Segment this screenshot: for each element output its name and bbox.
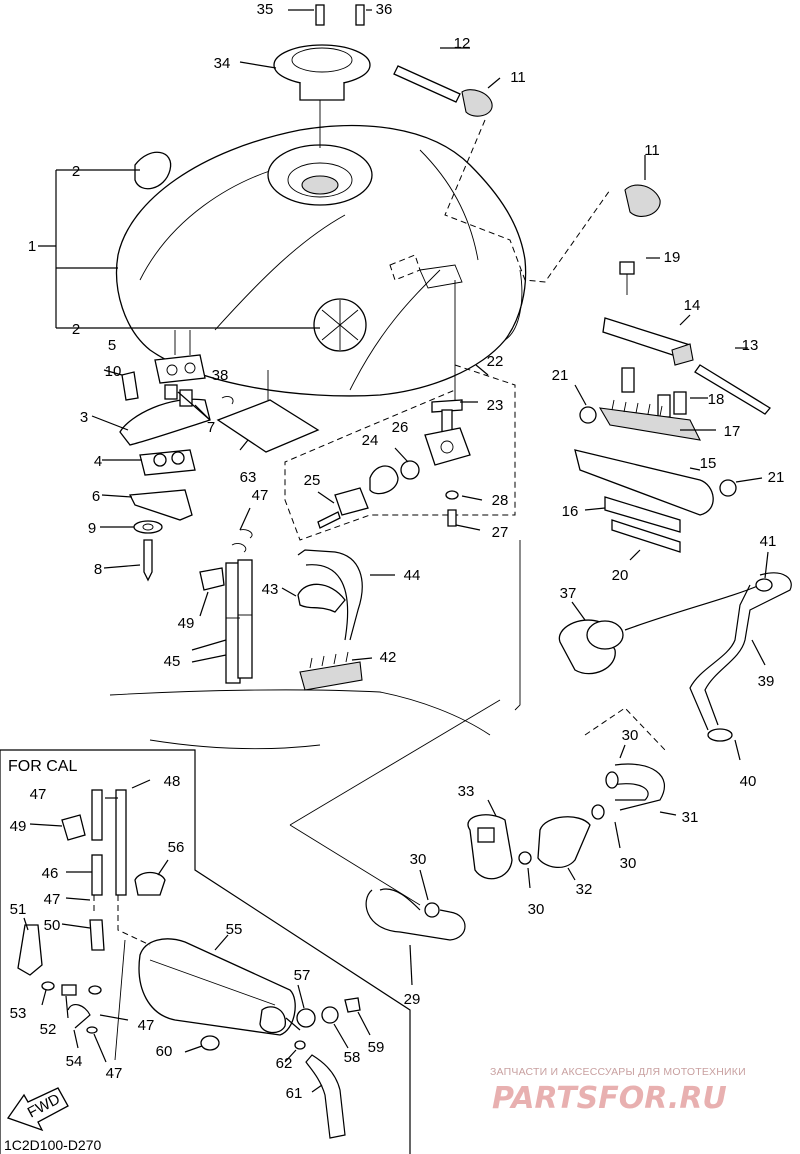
callout-7: 7	[207, 419, 215, 436]
callout-47: 47	[30, 786, 47, 803]
callout-47: 47	[252, 487, 269, 504]
callout-51: 51	[10, 901, 27, 918]
tank-mount-parts	[91, 330, 234, 582]
hoses-and-dampers	[109, 507, 491, 750]
callout-2: 2	[72, 321, 80, 338]
callout-22: 22	[487, 353, 504, 370]
callout-32: 32	[576, 881, 593, 898]
callout-11: 11	[510, 69, 526, 86]
callout-36: 36	[376, 1, 393, 18]
callout-39: 39	[758, 673, 775, 690]
callout-53: 53	[10, 1005, 27, 1022]
callout-25: 25	[304, 472, 321, 489]
callout-61: 61	[286, 1085, 303, 1102]
callout-44: 44	[404, 567, 421, 584]
fuel-filter-assembly	[289, 699, 677, 986]
callout-47: 47	[44, 891, 61, 908]
callout-34: 34	[214, 55, 231, 72]
callout-47: 47	[106, 1065, 123, 1082]
callout-29: 29	[404, 991, 421, 1008]
callout-49: 49	[178, 615, 195, 632]
callout-47: 47	[138, 1017, 155, 1034]
fwd-arrow-icon	[6, 1087, 69, 1132]
callout-54: 54	[66, 1053, 83, 1070]
callout-62: 62	[276, 1055, 293, 1072]
callout-20: 20	[612, 567, 629, 584]
fuel-cap	[239, 4, 372, 148]
callout-57: 57	[294, 967, 311, 984]
callout-31: 31	[682, 809, 699, 826]
callout-27: 27	[492, 524, 509, 541]
rear-bracket-assembly	[574, 257, 771, 561]
callout-41: 41	[760, 533, 777, 550]
callout-4: 4	[94, 453, 102, 470]
callout-35: 35	[257, 1, 274, 18]
bracket-1-2	[38, 169, 320, 329]
callout-12: 12	[454, 35, 471, 52]
pad-63	[216, 370, 320, 453]
callout-63: 63	[240, 469, 257, 486]
callout-24: 24	[362, 432, 379, 449]
callout-13: 13	[742, 337, 759, 354]
callout-18: 18	[708, 391, 725, 408]
inset-frame	[0, 749, 411, 1154]
callout-56: 56	[168, 839, 185, 856]
callout-40: 40	[740, 773, 757, 790]
callout-21: 21	[552, 367, 569, 384]
callout-30: 30	[620, 855, 637, 872]
tube-and-damper	[393, 47, 661, 283]
callout-45: 45	[164, 653, 181, 670]
callout-50: 50	[44, 917, 61, 934]
callout-15: 15	[700, 455, 717, 472]
fuel-pump	[514, 540, 792, 761]
callout-46: 46	[42, 865, 59, 882]
callout-30: 30	[410, 851, 427, 868]
callout-3: 3	[80, 409, 88, 426]
callout-58: 58	[344, 1049, 361, 1066]
callout-52: 52	[40, 1021, 57, 1038]
callout-10: 10	[105, 363, 122, 380]
canister-assembly	[17, 779, 371, 1139]
callout-28: 28	[492, 492, 509, 509]
callout-1: 1	[28, 238, 36, 255]
callout-48: 48	[164, 773, 181, 790]
callout-5: 5	[108, 337, 116, 354]
callout-21: 21	[768, 469, 785, 486]
callout-55: 55	[226, 921, 243, 938]
inset-title: FOR CAL	[8, 758, 77, 775]
watermark-subtitle: ЗАПЧАСТИ И АКСЕССУАРЫ ДЛЯ МОТОТЕХНИКИ	[490, 1066, 746, 1078]
callout-38: 38	[212, 367, 229, 384]
callout-49: 49	[10, 818, 27, 835]
callout-9: 9	[88, 520, 96, 537]
callout-19: 19	[664, 249, 681, 266]
diagram-code: 1C2D100-D270	[4, 1137, 101, 1153]
callout-43: 43	[262, 581, 279, 598]
callout-42: 42	[380, 649, 397, 666]
callout-60: 60	[156, 1043, 173, 1060]
fuel-tank	[115, 124, 527, 397]
callout-30: 30	[528, 901, 545, 918]
callout-6: 6	[92, 488, 100, 505]
callout-30: 30	[622, 727, 639, 744]
callout-8: 8	[94, 561, 102, 578]
callout-59: 59	[368, 1039, 385, 1056]
callout-37: 37	[560, 585, 577, 602]
callout-16: 16	[562, 503, 579, 520]
callout-26: 26	[392, 419, 409, 436]
fuel-cock-assembly	[284, 280, 516, 541]
callout-11: 11	[644, 142, 660, 159]
callout-14: 14	[684, 297, 701, 314]
watermark-brand: PARTSFOR.RU	[492, 1081, 727, 1116]
callout-2: 2	[72, 163, 80, 180]
callout-23: 23	[487, 397, 504, 414]
callout-17: 17	[724, 423, 741, 440]
callout-33: 33	[458, 783, 475, 800]
